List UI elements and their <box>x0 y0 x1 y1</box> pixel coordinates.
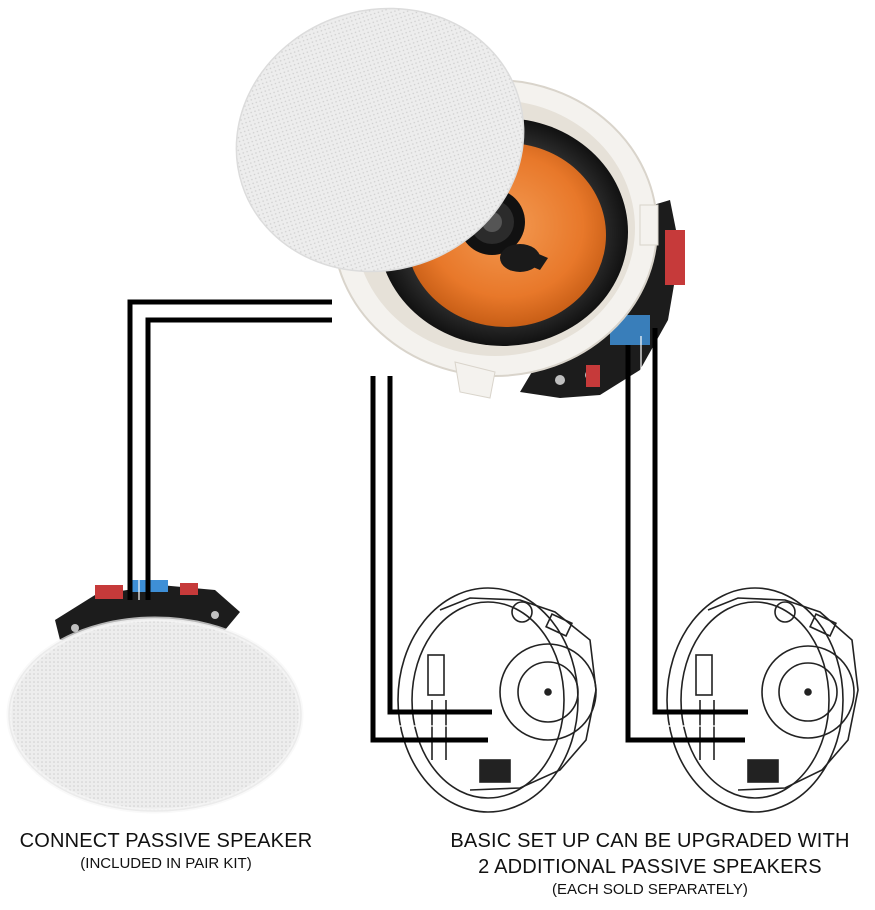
speaker-line-drawing-icon <box>666 587 859 813</box>
passive-speaker-caption: CONNECT PASSIVE SPEAKER (INCLUDED IN PAI… <box>0 828 332 874</box>
caption-note: (EACH SOLD SEPARATELY) <box>552 881 748 898</box>
speaker-wires <box>127 299 748 743</box>
caption-line-2: 2 ADDITIONAL PASSIVE SPEAKERS <box>478 856 822 878</box>
upgrade-caption: BASIC SET UP CAN BE UPGRADED WITH 2 ADDI… <box>425 828 875 900</box>
wire-highlights <box>138 310 746 727</box>
caption-line-1: BASIC SET UP CAN BE UPGRADED WITH <box>450 830 850 852</box>
speaker-line-drawing-icon <box>397 587 597 813</box>
active-speaker-icon <box>235 7 685 399</box>
passive-speaker-icon <box>6 580 304 814</box>
caption-title: CONNECT PASSIVE SPEAKER <box>19 830 313 852</box>
caption-note: (INCLUDED IN PAIR KIT) <box>80 855 252 872</box>
